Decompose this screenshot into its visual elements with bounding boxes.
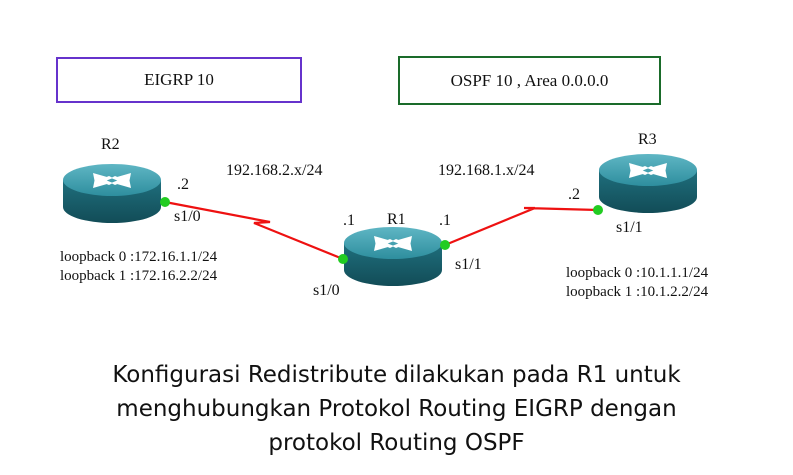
port-r3-s1-1 [593, 205, 603, 215]
network-right-label: 192.168.1.x/24 [438, 162, 535, 179]
router-r1-icon [344, 227, 442, 286]
port-r1-s1-1 [440, 240, 450, 250]
r2-loopback-1: loopback 1 :172.16.2.2/24 [60, 268, 218, 284]
router-r2-icon [63, 164, 161, 223]
eigrp-area-box: EIGRP 10 [56, 57, 302, 103]
r3-ip-label: .2 [568, 186, 580, 203]
r2-loopbacks: loopback 0 :172.16.1.1/24 loopback 1 :17… [60, 248, 217, 286]
router-r2-name: R2 [101, 136, 120, 153]
network-left-label: 192.168.2.x/24 [226, 162, 323, 179]
r1-ip-left-label: .1 [343, 212, 355, 229]
router-r3-name: R3 [638, 131, 657, 148]
eigrp-area-label: EIGRP 10 [144, 70, 214, 89]
r1-ip-right-label: .1 [439, 212, 451, 229]
serial-link-r2-r1 [164, 200, 344, 261]
router-r1-name: R1 [387, 211, 406, 228]
ospf-area-box: OSPF 10 , Area 0.0.0.0 [398, 56, 661, 105]
r3-loopback-1: loopback 1 :10.1.2.2/24 [566, 284, 709, 300]
caption-line-3: protokol Routing OSPF [268, 430, 525, 456]
caption-line-1: Konfigurasi Redistribute dilakukan pada … [112, 362, 681, 388]
r2-ip-label: .2 [177, 176, 189, 193]
serial-link-r1-r3 [444, 206, 599, 247]
r3-loopback-0: loopback 0 :10.1.1.1/24 [566, 265, 709, 281]
r3-interface-label: s1/1 [616, 219, 643, 236]
r1-left-interface-label: s1/0 [313, 282, 340, 299]
caption: Konfigurasi Redistribute dilakukan pada … [0, 358, 793, 460]
r3-loopbacks: loopback 0 :10.1.1.1/24 loopback 1 :10.1… [566, 264, 708, 302]
ospf-area-label: OSPF 10 , Area 0.0.0.0 [450, 70, 609, 90]
r2-loopback-0: loopback 0 :172.16.1.1/24 [60, 249, 218, 265]
caption-line-2: menghubungkan Protokol Routing EIGRP den… [116, 396, 677, 422]
port-r1-s1-0 [338, 254, 348, 264]
port-r2-s1-0 [160, 197, 170, 207]
r2-interface-label: s1/0 [174, 208, 201, 225]
r1-right-interface-label: s1/1 [455, 256, 482, 273]
router-r3-icon [599, 154, 697, 213]
